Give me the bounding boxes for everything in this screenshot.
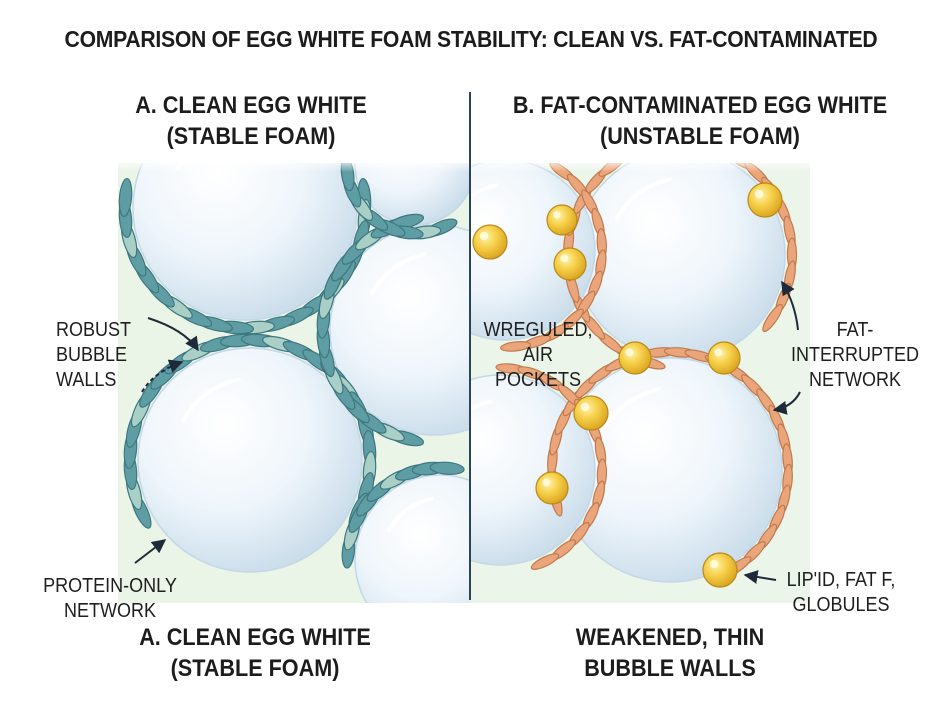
panel-b-foam (470, 137, 810, 603)
arrow-protein-network (134, 539, 167, 564)
panel-a-bottom-title: A. CLEAN EGG WHITE (STABLE FOAM) (116, 622, 395, 684)
fat-globule (618, 341, 652, 375)
label-fat-network-line1: FAT- (836, 319, 874, 341)
label-robust-walls-line1: ROBUST (56, 319, 132, 341)
panel-b-bottom-title: WEAKENED, THIN BUBBLE WALLS (535, 622, 805, 684)
fat-globule-highlight (542, 478, 551, 487)
clean-bubble (354, 474, 470, 603)
arrow-robust-walls-2 (141, 359, 184, 393)
panel-a-foam (118, 122, 470, 603)
fat-globule (707, 341, 741, 375)
fat-bubble-highlight (600, 387, 661, 433)
panel-b-title-line1: B. FAT-CONTAMINATED EGG WHITE (512, 92, 888, 119)
fat-bubble (574, 163, 786, 361)
fat-globule-highlight (754, 189, 764, 199)
clean-bubble-highlight (379, 122, 409, 144)
panel-a-bottom-line2: (STABLE FOAM) (170, 655, 340, 682)
fat-globule-highlight (560, 254, 569, 263)
label-robust-walls: ROBUST BUBBLE WALLS (56, 318, 137, 393)
panel-a-bottom-line1: A. CLEAN EGG WHITE (139, 624, 371, 651)
fat-globule-highlight (580, 402, 590, 412)
label-fat-network: FAT- INTERRUPTED NETWORK (788, 318, 923, 393)
fat-bubble-highlight (615, 177, 672, 221)
fat-protein-strand (762, 303, 783, 333)
label-air-pockets-line1: WREGULED, (483, 319, 593, 341)
label-robust-walls-line3: WALLS (56, 369, 117, 391)
fat-protein-strand (530, 553, 560, 570)
fat-globule-highlight (479, 231, 489, 241)
clean-bubble (132, 163, 358, 321)
panel-b-bottom-line1: WEAKENED, THIN (575, 624, 765, 651)
arrow-fat-network-up (781, 280, 799, 331)
label-fat-globules-line1: LIP'ID, FAT F, (786, 569, 896, 591)
fat-globule-highlight (553, 211, 561, 219)
label-protein-network: PROTEIN-ONLY NETWORK (38, 574, 182, 624)
panel-a-title-line1: A. CLEAN EGG WHITE (135, 92, 367, 119)
fat-globule (553, 247, 587, 281)
main-title: COMPARISON OF EGG WHITE FOAM STABILITY: … (64, 26, 878, 52)
label-protein-network-line2: NETWORK (64, 600, 156, 622)
fat-globule (702, 552, 738, 588)
label-fat-network-line2: INTERRUPTED (790, 344, 919, 366)
clean-protein-strand (429, 461, 465, 476)
panel-a-title-line2: (STABLE FOAM) (166, 123, 336, 150)
fat-protein-strand (702, 140, 735, 160)
fat-bubble-highlight (470, 399, 493, 412)
top-fade (118, 158, 818, 172)
clean-bubble-highlight (387, 496, 434, 533)
label-fat-network-line3: NETWORK (809, 369, 901, 391)
fat-globule-highlight (625, 348, 634, 357)
fat-protein-strand (636, 138, 669, 155)
fat-globule (573, 395, 609, 431)
panel-b-fat-globules (472, 182, 783, 588)
panel-a-bubbles (132, 122, 470, 603)
panel-a-title: A. CLEAN EGG WHITE (STABLE FOAM) (112, 90, 391, 152)
panel-b-title: B. FAT-CONTAMINATED EGG WHITE (UNSTABLE … (502, 90, 898, 152)
label-robust-walls-line2: BUBBLE (56, 344, 128, 366)
fat-globule (472, 224, 508, 260)
fat-globule (546, 204, 578, 236)
fat-protein-strand (500, 341, 532, 352)
label-fat-globules-line2: GLOBULES (792, 594, 890, 616)
panel-b-bottom-line2: BUBBLE WALLS (584, 655, 756, 682)
label-protein-network-line1: PROTEIN-ONLY (43, 575, 177, 597)
fat-globule-highlight (709, 559, 719, 569)
fat-globule (747, 182, 783, 218)
panel-b-title-line2: (UNSTABLE FOAM) (600, 123, 800, 150)
label-air-pockets-line3: POCKETS (494, 369, 582, 391)
label-air-pockets-line2: AIR (522, 344, 554, 366)
clean-protein-strand (118, 177, 133, 218)
arrow-robust-walls (147, 317, 199, 352)
clean-bubble-highlight (370, 252, 427, 296)
arrow-fat-network-down (772, 391, 801, 415)
fat-bubble-highlight (470, 183, 498, 200)
arrow-fat-globules (743, 570, 777, 584)
label-air-pockets: WREGULED, AIR POCKETS (482, 318, 594, 393)
label-fat-globules: LIP'ID, FAT F, GLOBULES (775, 568, 906, 618)
fat-globule-highlight (714, 348, 723, 357)
fat-protein-strand (659, 138, 691, 148)
fat-protein-strand (681, 137, 714, 151)
clean-bubble-highlight (180, 377, 241, 423)
fat-globule (535, 471, 569, 505)
